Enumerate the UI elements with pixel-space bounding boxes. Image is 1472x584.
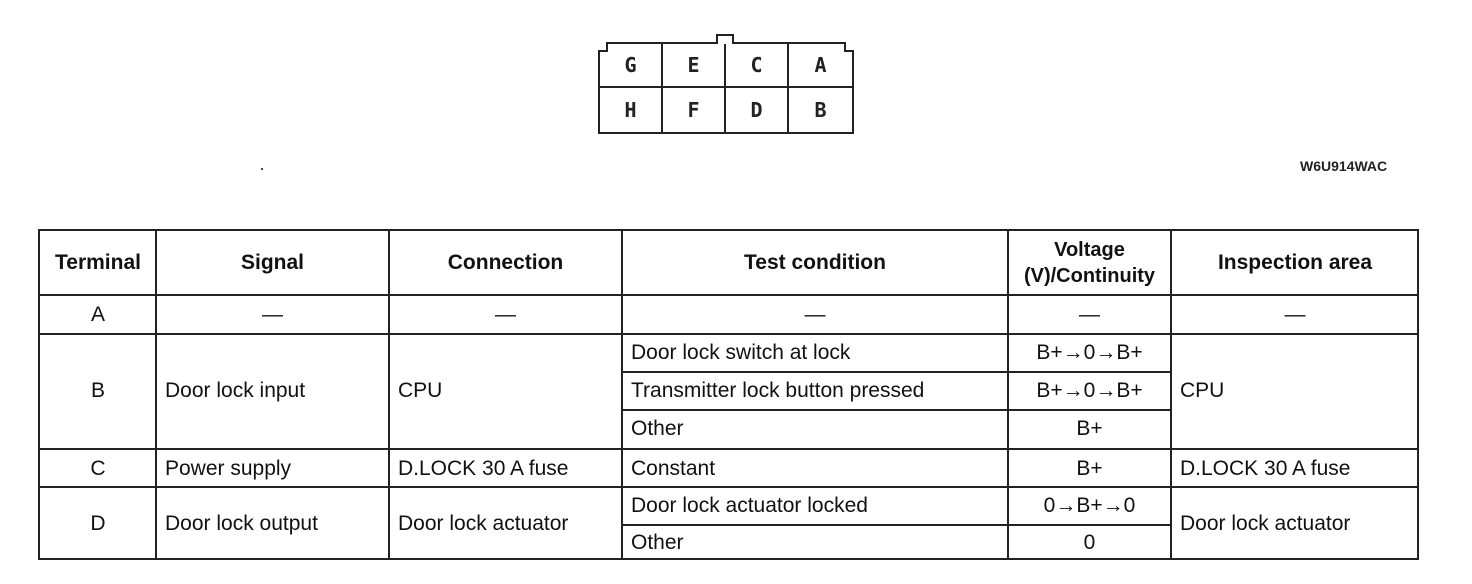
pin-a: A bbox=[789, 44, 852, 88]
header-voltage-line1: Voltage bbox=[1054, 238, 1125, 261]
col-divider bbox=[1007, 231, 1009, 558]
row-b-condition-3: Other bbox=[631, 417, 684, 440]
row-d-condition-2: Other bbox=[631, 530, 684, 554]
subrow-divider bbox=[622, 524, 1171, 526]
pin-d: D bbox=[726, 88, 789, 132]
row-c-connection: D.LOCK 30 A fuse bbox=[398, 456, 569, 480]
pin-c: C bbox=[726, 44, 789, 88]
row-divider bbox=[40, 486, 1417, 488]
row-b-inspection-area: CPU bbox=[1180, 379, 1225, 402]
col-divider bbox=[388, 231, 390, 558]
row-d-voltage-2: 0 bbox=[1083, 530, 1096, 554]
row-d-inspection-area: Door lock actuator bbox=[1180, 511, 1351, 535]
col-divider bbox=[1170, 231, 1172, 558]
row-c-test-condition: Constant bbox=[631, 456, 716, 480]
row-d-terminal: D bbox=[90, 511, 106, 535]
row-d-signal: Door lock output bbox=[165, 511, 318, 535]
figure-code: W6U914WAC bbox=[1300, 158, 1388, 174]
pin-f: F bbox=[663, 88, 726, 132]
row-divider bbox=[40, 448, 1417, 450]
row-b-condition-2: Transmitter lock button pressed bbox=[631, 379, 925, 402]
terminal-table: Terminal Signal Connection Test conditio… bbox=[38, 229, 1419, 560]
subrow-divider bbox=[622, 409, 1171, 411]
connector-latch-tab bbox=[716, 34, 734, 44]
row-c-signal: Power supply bbox=[165, 456, 292, 480]
row-d-condition-1: Door lock actuator locked bbox=[631, 493, 868, 517]
pin-b: B bbox=[814, 98, 827, 122]
pin-e: E bbox=[663, 44, 726, 88]
connector-notch-left bbox=[598, 42, 608, 52]
header-test-condition: Test condition bbox=[744, 250, 886, 274]
row-a-connection: — bbox=[495, 303, 516, 326]
header-voltage-line2: (V)/Continuity bbox=[1023, 264, 1156, 287]
row-c-voltage: B+ bbox=[1076, 456, 1103, 480]
row-d-connection: Door lock actuator bbox=[398, 511, 569, 535]
row-d-voltage-1: 0→B+→0 bbox=[1043, 493, 1136, 517]
row-b-connection: CPU bbox=[398, 379, 443, 402]
row-a-signal: — bbox=[262, 303, 283, 326]
row-b-terminal: B bbox=[90, 379, 105, 402]
row-a-inspection-area: — bbox=[1284, 303, 1306, 326]
row-b-voltage-1: B+→0→B+ bbox=[1036, 341, 1143, 364]
row-b-voltage-2: B+→0→B+ bbox=[1036, 379, 1143, 402]
row-divider bbox=[40, 333, 1417, 335]
col-divider bbox=[621, 231, 623, 558]
connector-notch-right bbox=[844, 42, 854, 52]
header-divider bbox=[40, 294, 1417, 296]
header-inspection-area: Inspection area bbox=[1217, 250, 1373, 274]
header-signal: Signal bbox=[240, 250, 304, 274]
header-terminal: Terminal bbox=[55, 250, 141, 274]
row-b-condition-1: Door lock switch at lock bbox=[631, 341, 851, 364]
header-voltage: Voltage (V)/Continuity bbox=[1008, 231, 1171, 294]
pin-g: G bbox=[600, 44, 663, 88]
col-divider bbox=[155, 231, 157, 558]
connector-diagram: G E C A H F D B bbox=[598, 34, 854, 134]
row-c-inspection-area: D.LOCK 30 A fuse bbox=[1180, 456, 1351, 480]
stray-dot bbox=[261, 168, 263, 170]
row-a-terminal: A bbox=[90, 303, 105, 326]
row-b-voltage-3: B+ bbox=[1076, 417, 1103, 440]
connector-pin-grid: G E C A H F D B bbox=[600, 44, 852, 132]
row-b-signal: Door lock input bbox=[165, 379, 306, 402]
row-a-test-condition: — bbox=[804, 303, 826, 326]
header-connection: Connection bbox=[447, 250, 564, 274]
row-a-voltage: — bbox=[1079, 303, 1100, 326]
subrow-divider bbox=[622, 371, 1171, 373]
row-c-terminal: C bbox=[90, 456, 106, 480]
pin-h: H bbox=[600, 88, 663, 132]
